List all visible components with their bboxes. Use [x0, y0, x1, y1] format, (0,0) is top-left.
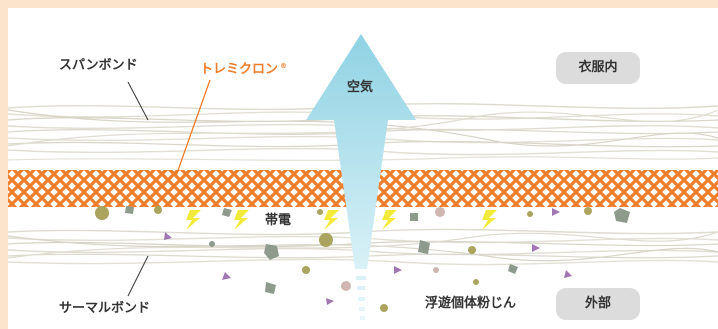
tremicron-leader: [175, 79, 211, 177]
thermal-bond-label: サーマルボンド: [59, 301, 151, 316]
tremicron-label: トレミクロン®: [200, 58, 287, 78]
spark-icon: [382, 210, 397, 230]
thermal-bond-fiber-layer: [7, 228, 718, 266]
air-arrow: [306, 34, 416, 320]
spark-icon: [482, 210, 497, 230]
inside-clothing-badge: 衣服内: [556, 52, 640, 84]
dust-label: 浮遊個体粉じん: [425, 296, 517, 311]
tremicron-name: トレミクロン: [200, 62, 279, 77]
static-spark-icons: [186, 210, 497, 230]
spark-icon: [324, 210, 339, 230]
registered-mark: ®: [280, 62, 288, 70]
leader-lines: [127, 79, 211, 297]
spark-icon: [186, 210, 201, 230]
spunbond-label: スパンボンド: [59, 58, 138, 73]
spunbond-leader: [127, 81, 149, 121]
static-charge-label: 帯電: [265, 213, 292, 228]
thermal-bond-leader: [127, 255, 149, 297]
outside-badge: 外部: [556, 288, 640, 320]
dust-particles: [95, 206, 630, 312]
air-label: 空気: [347, 80, 374, 95]
spark-icon: [234, 210, 249, 230]
